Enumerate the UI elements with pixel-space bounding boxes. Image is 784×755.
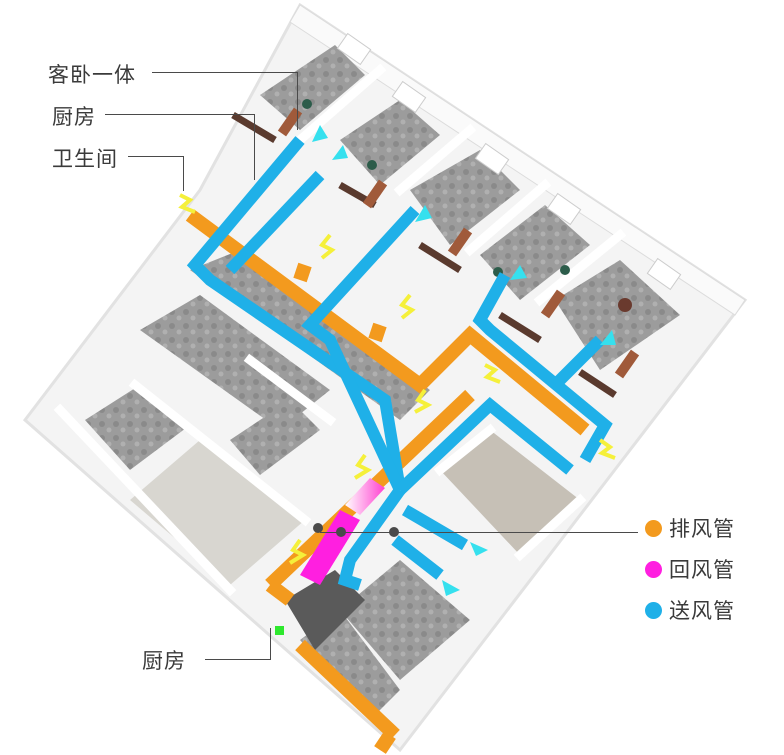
return-color-dot-icon — [645, 560, 662, 578]
room-bottom — [340, 560, 470, 680]
supply-ducts — [186, 136, 613, 591]
legend-item-supply: 送风管 — [645, 595, 735, 625]
room-bedroom-3 — [410, 150, 520, 245]
label-living-bedroom: 客卧一体 — [48, 63, 136, 87]
room-bedroom-2 — [340, 100, 440, 185]
legend-item-return: 回风管 — [645, 554, 735, 584]
leader-living-bedroom-h — [152, 72, 298, 73]
leader-legend — [320, 532, 638, 533]
label-bathroom: 卫生间 — [52, 147, 118, 171]
exhaust-color-dot-icon — [645, 519, 662, 537]
label-kitchen-bottom: 厨房 — [142, 649, 186, 673]
label-kitchen-top: 厨房 — [52, 105, 96, 129]
leader-kitchen-top-v — [254, 114, 255, 180]
room-bedroom-5 — [555, 260, 680, 370]
legend-label-return: 回风管 — [669, 558, 735, 582]
room-left-1 — [140, 295, 330, 430]
leader-bathroom-v — [183, 156, 184, 191]
corridor — [190, 250, 430, 420]
leader-kitchen-top-h — [105, 114, 255, 115]
leader-kitchen-bottom-v — [270, 628, 271, 660]
furniture — [231, 32, 682, 398]
hvac-unit — [285, 570, 365, 650]
return-duct — [300, 510, 360, 585]
legend-label-supply: 送风管 — [669, 599, 735, 623]
fresh-air-outlet — [275, 626, 284, 635]
interior-walls — [53, 63, 627, 597]
exhaust-arrows — [178, 193, 616, 565]
leader-kitchen-bottom-h — [205, 659, 271, 660]
supply-arrows — [312, 125, 616, 596]
leader-bathroom-h — [128, 156, 184, 157]
room-living-bedroom-1 — [260, 45, 365, 130]
legend-label-exhaust: 排风管 — [669, 517, 735, 541]
room-living — [440, 430, 580, 555]
room-bare — [130, 440, 305, 585]
supply-color-dot-icon — [645, 601, 662, 619]
room-bedroom-4 — [480, 205, 590, 300]
leader-living-bedroom-v — [297, 72, 298, 130]
legend-item-exhaust: 排风管 — [645, 513, 735, 543]
